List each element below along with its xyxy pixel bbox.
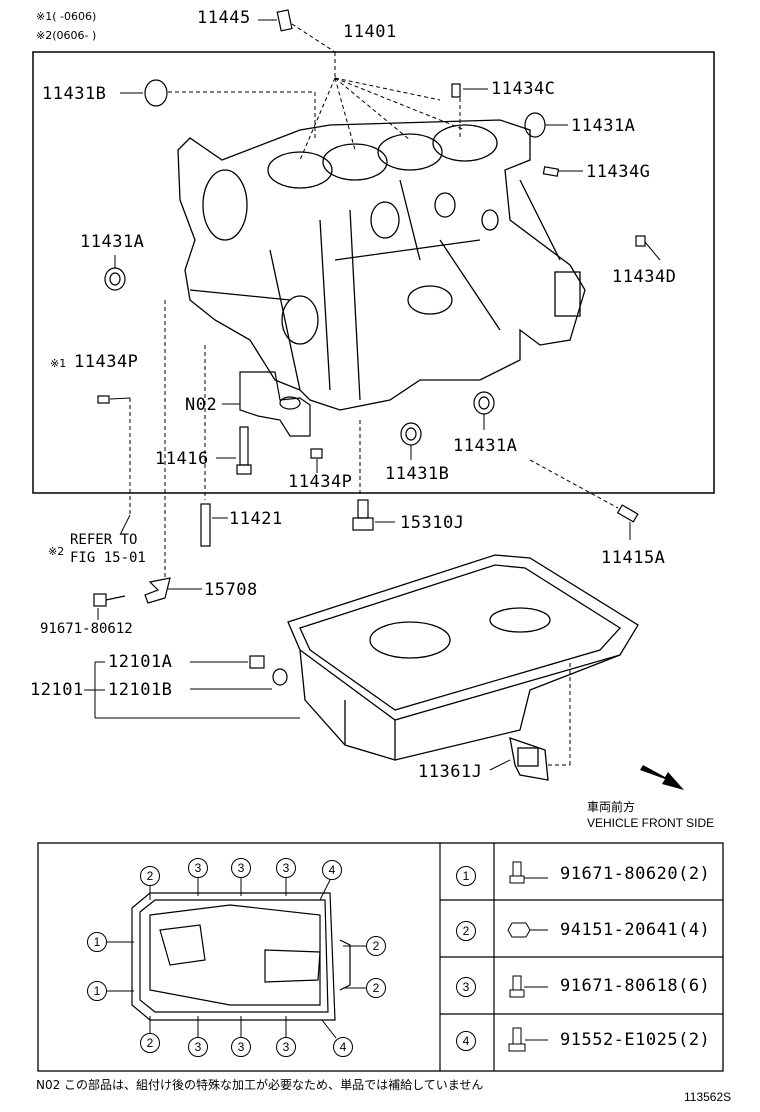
- bearing-cap-drawing: [239, 371, 311, 437]
- part-label-11431A-top[interactable]: 11431A: [571, 116, 636, 136]
- part-label-91671-80612[interactable]: 91671-80612: [40, 621, 133, 637]
- part-label-11431B-top[interactable]: 11431B: [42, 84, 107, 104]
- bolt-map-bottom-4: 4: [333, 1037, 353, 1057]
- part-label-11431B-bottom[interactable]: 11431B: [385, 464, 450, 484]
- part-label-11401[interactable]: 11401: [343, 22, 397, 42]
- bolt-map-left-0: 1: [87, 932, 107, 952]
- note-1: ※1( -0606): [36, 10, 97, 23]
- part-label-12101B[interactable]: 12101B: [108, 680, 173, 700]
- footnote-n02: N02 この部品は、組付け後の特殊な加工が必要なため、単品では補給していません: [36, 1078, 484, 1092]
- bolt-table-key-1: 1: [456, 866, 476, 886]
- oil-pan-top-view: [131, 892, 351, 1021]
- part-label-11434D[interactable]: 11434D: [612, 267, 677, 287]
- bolt-map-right-1: 2: [366, 978, 386, 998]
- bolt-map-left-1: 1: [87, 981, 107, 1001]
- block-frame: [32, 51, 715, 494]
- refer-to-line-1[interactable]: REFER TO: [70, 532, 138, 548]
- bolt-table-part-4[interactable]: 91552-E1025(2): [560, 1030, 711, 1050]
- refer-mark: ※2: [48, 545, 65, 558]
- part-label-11434C[interactable]: 11434C: [491, 79, 556, 99]
- bolt-map-bottom-2: 3: [231, 1037, 251, 1057]
- bolt-table-key-4: 4: [456, 1031, 476, 1051]
- part-label-11445[interactable]: 11445: [197, 8, 251, 28]
- bolt-map-top-0: 2: [140, 866, 160, 886]
- small-parts: [93, 9, 646, 686]
- bolt-map-top-3: 3: [276, 858, 296, 878]
- part-label-11431A-bottom[interactable]: 11431A: [453, 436, 518, 456]
- part-label-15708[interactable]: 15708: [204, 580, 258, 600]
- bolt-map-top-1: 3: [188, 858, 208, 878]
- bolt-table-part-3[interactable]: 91671-80618(6): [560, 976, 711, 996]
- bolt-map-leaders: [107, 861, 548, 1052]
- part-label-11434G[interactable]: 11434G: [586, 162, 651, 182]
- part-label-11434P-left[interactable]: 11434P: [74, 352, 139, 372]
- figure-id: 113562S: [684, 1090, 732, 1104]
- bolt-table-key-3: 3: [456, 977, 476, 997]
- bolt-map-top-4: 4: [322, 860, 342, 880]
- leader-lines: [84, 19, 661, 771]
- part-label-11415A[interactable]: 11415A: [601, 548, 666, 568]
- mark-11434P-left: ※1: [50, 357, 67, 370]
- bolt-table-part-1[interactable]: 91671-80620(2): [560, 864, 711, 884]
- bolt-map-bottom-3: 3: [276, 1037, 296, 1057]
- part-label-11421[interactable]: 11421: [229, 509, 283, 529]
- bolt-table-part-2[interactable]: 94151-20641(4): [560, 920, 711, 940]
- part-label-12101[interactable]: 12101: [30, 680, 84, 700]
- part-label-11431A-left[interactable]: 11431A: [80, 232, 145, 252]
- part-label-15310J[interactable]: 15310J: [400, 513, 465, 533]
- vehicle-front-jp: 車両前方: [587, 800, 636, 814]
- bolt-table-key-2: 2: [456, 921, 476, 941]
- part-label-11434P-bottom[interactable]: 11434P: [288, 472, 353, 492]
- oil-pan-drawing: [287, 554, 639, 781]
- bolt-map-bottom-1: 3: [188, 1037, 208, 1057]
- refer-to-line-2[interactable]: FIG 15-01: [70, 550, 146, 566]
- vehicle-front-arrow-icon: [640, 765, 684, 790]
- cylinder-block-drawing: [177, 119, 586, 411]
- bolt-map-top-2: 3: [231, 858, 251, 878]
- part-label-N02[interactable]: N02: [185, 395, 218, 415]
- bolt-map-bottom-0: 2: [140, 1033, 160, 1053]
- bolt-map-right-0: 2: [366, 936, 386, 956]
- vehicle-front-en: VEHICLE FRONT SIDE: [587, 816, 715, 830]
- note-2: ※2(0606- ): [36, 29, 97, 42]
- part-label-11361J[interactable]: 11361J: [418, 762, 483, 782]
- part-label-11416[interactable]: 11416: [155, 449, 209, 469]
- part-label-12101A[interactable]: 12101A: [108, 652, 173, 672]
